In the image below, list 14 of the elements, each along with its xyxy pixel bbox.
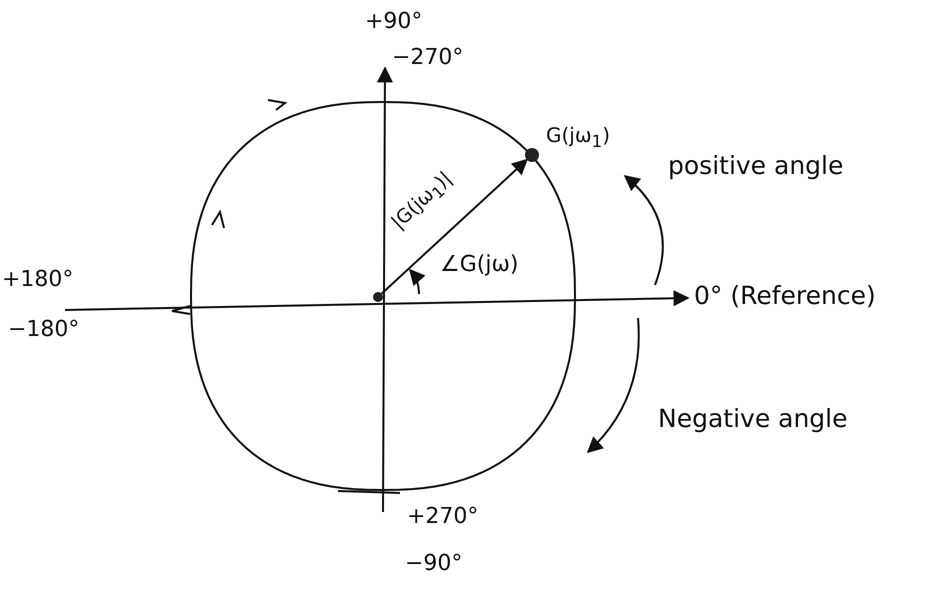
angle-label: +180° xyxy=(2,268,74,292)
point-label: G(jω$_{1}$) xyxy=(546,123,610,151)
annotation-text: Negative angle xyxy=(658,405,848,432)
radius-arrow xyxy=(381,158,528,294)
angle-label: +90° xyxy=(365,10,422,34)
point-marker xyxy=(525,148,539,162)
angle-label: +270° xyxy=(407,505,478,530)
angle-label: −270° xyxy=(392,46,464,70)
point-marker xyxy=(373,292,383,302)
annotation-text: 0° (Reference) xyxy=(694,282,876,310)
annotation-text: positive angle xyxy=(668,152,844,180)
angle-label: ∠G(jω) xyxy=(440,253,518,278)
angle-label: −180° xyxy=(8,318,80,342)
angle-label: −90° xyxy=(405,552,462,576)
